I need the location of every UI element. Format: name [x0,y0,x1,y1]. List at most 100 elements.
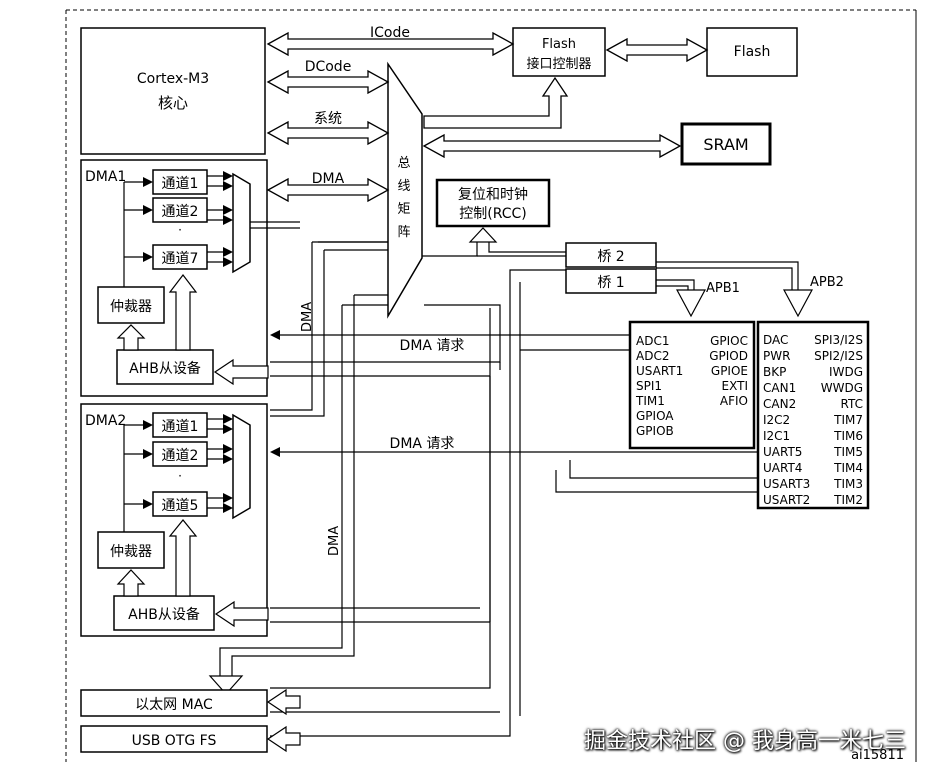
dma-vertical-label-2: DMA [327,526,342,556]
sram-bus-arrow [422,133,682,159]
bus-matrix: 总 线 矩 阵 [387,61,423,319]
ethernet-mac-box: 以太网 MAC [80,689,268,717]
apb1-label: APB1 [706,281,740,296]
matrix-to-bridge [422,227,566,257]
dma1-channel-box [152,244,208,270]
dcode-bus-arrow [266,69,390,95]
dma-vertical-label-1: DMA [300,302,315,332]
apb2-item: CAN2 [763,397,796,411]
apb2-item: TIM7 [833,413,863,427]
apb1-item: GPIOB [636,424,674,438]
dma1-mux [232,172,251,274]
bus-matrix-char-3: 矩 [397,202,410,217]
apb2-item: TIM3 [833,477,863,491]
dma-bus-label: DMA [312,171,345,187]
dma1-ellipsis: · [178,223,182,237]
dma-request-arrowheads [270,330,280,457]
dma2-ahb-slave-box [113,595,215,631]
apb1-item: GPIOD [709,349,748,363]
dma1-channel-box [152,197,208,223]
flash-interface-label-2: 接口控制器 [526,56,591,72]
apb2-label: APB2 [810,275,844,290]
dma2-title: DMA2 [85,413,126,429]
watermark: 掘金技术社区 @ 我身高一米七三 [584,729,906,754]
dma1-ahb-slave-label: AHB从设备 [129,360,201,377]
dma2-ahb-slave-label: AHB从设备 [128,606,200,623]
apb2-item: TIM2 [833,493,863,507]
bridge-1-box: 桥 1 [565,268,657,294]
apb2-item: SPI2/I2S [814,349,863,363]
apb2-item: BKP [763,365,786,379]
dma-bus-arrow [266,177,390,203]
apb-links [656,261,814,318]
dma2-channel-box [152,491,208,517]
dma2-arbiter-box [97,531,165,569]
dma2-channel-label: 通道2 [162,448,199,464]
apb2-item: TIM5 [833,445,863,459]
apb2-item: CAN1 [763,381,796,395]
system-label: 系统 [314,111,342,127]
bus-matrix-char-4: 阵 [397,225,410,240]
icode-label: ICode [370,25,410,41]
apb2-item: IWDG [829,365,863,379]
sram-label: SRAM [703,135,748,154]
dma-request-label-1: DMA 请求 [400,338,465,354]
apb1-item: USART1 [636,364,683,378]
apb1-item: GPIOC [710,334,748,348]
apb2-item: USART3 [763,477,810,491]
system-bus-arrow [266,120,390,146]
apb1-item: SPI1 [636,379,662,393]
dma2-channel-label: 通道1 [162,419,199,435]
apb2-item: TIM4 [833,461,863,475]
dma1-arbiter-label: 仲裁器 [110,299,152,315]
dma-request-label-2: DMA 请求 [390,436,455,452]
apb2-peripherals-box: DAC PWR BKP CAN1 CAN2 I2C2 I2C1 UART5 UA… [756,320,870,510]
cpu-name: Cortex-M3 [137,71,209,87]
apb2-item: I2C1 [763,429,790,443]
cpu-core-label: 核心 [158,94,188,112]
dma2-block: DMA2 通道1 通道2 · 通道5 仲裁器 AHB从设备 [80,403,268,637]
apb1-item: ADC2 [636,349,669,363]
dcode-label: DCode [305,59,352,75]
apb2-item: PWR [763,349,790,363]
eth-down-arrow [208,675,244,695]
dma2-ellipsis: · [178,469,182,483]
dma1-block: DMA1 通道1 通道2 · 通道7 仲裁器 AHB从设备 [80,159,268,397]
dma1-slave-in-arrow [213,358,269,386]
apb2-item: I2C2 [763,413,790,427]
ethernet-mac-label: 以太网 MAC [135,697,213,713]
flash-box: Flash [706,27,798,77]
apb1-item: TIM1 [635,394,665,408]
apb1-item: ADC1 [636,334,669,348]
bridge-2-box: 桥 2 [565,242,657,268]
apb2-item: UART4 [763,461,802,475]
usb-in-arrow [266,725,301,753]
dma-routing [219,221,758,737]
bus-matrix-char-2: 线 [397,179,410,194]
apb2-item: DAC [763,333,788,347]
apb2-item: SPI3/I2S [814,333,863,347]
rcc-label-2: 控制(RCC) [459,206,527,222]
dma1-ahb-slave-box [116,349,214,385]
dma2-channel-box [152,412,208,438]
rcc-up-arrowhead [468,227,498,243]
usb-otg-label: USB OTG FS [132,733,217,749]
apb2-item: TIM6 [833,429,863,443]
apb2-item: USART2 [763,493,810,507]
dma1-channel-box [152,169,208,195]
dma1-channel-label: 通道2 [162,204,199,220]
flash-interface-box: Flash 接口控制器 [512,27,606,77]
bus-matrix-char-1: 总 [397,156,410,171]
bridge-1-label: 桥 1 [597,275,624,291]
figure-id: ai15811 [851,748,904,763]
icode-bus-arrow [266,31,515,57]
apb2-item: UART5 [763,445,802,459]
rcc-label-1: 复位和时钟 [458,186,528,203]
cortex-m3-core-box: Cortex-M3 核心 [80,27,266,155]
apb2-item: WWDG [821,381,863,395]
bus-arrows [266,31,709,203]
usb-otg-box: USB OTG FS [80,725,268,753]
dma2-slave-in-arrow [214,600,269,628]
dma2-channel-label: 通道5 [162,498,199,514]
